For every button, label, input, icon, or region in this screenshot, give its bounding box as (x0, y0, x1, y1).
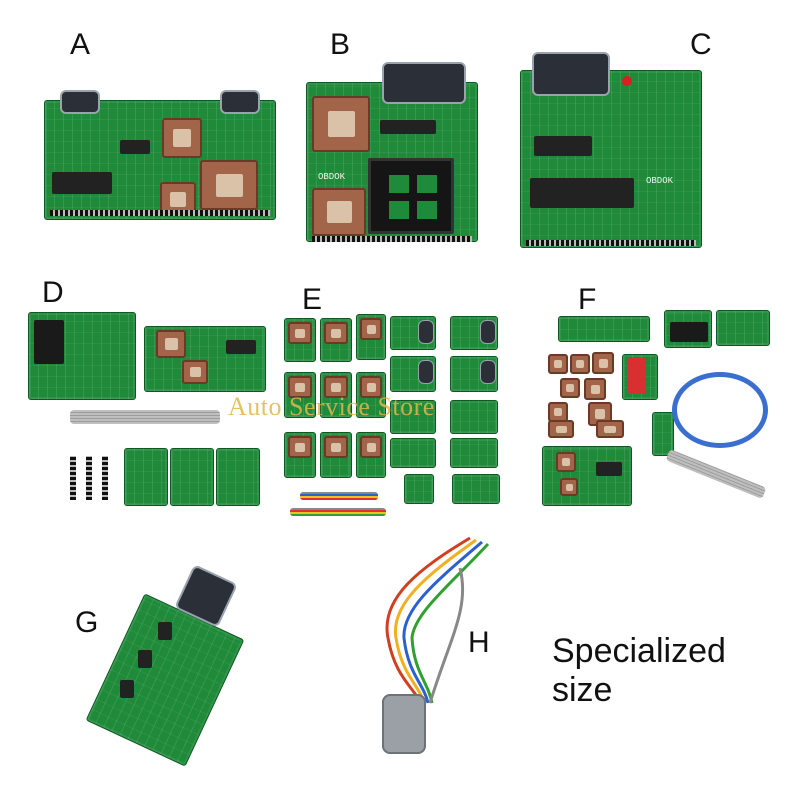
jumper-wires (290, 508, 386, 516)
db9-connector (418, 320, 434, 344)
plcc-socket (360, 436, 382, 458)
label-h: H (468, 626, 490, 659)
plcc-socket (312, 96, 370, 152)
plcc-socket (200, 160, 258, 210)
red-socket (628, 358, 646, 394)
ribbon-cable (70, 410, 220, 424)
ribbon-wire-loop (385, 536, 490, 704)
pin-header-strip (70, 456, 76, 500)
plcc-socket (288, 322, 312, 344)
plcc-socket (324, 322, 348, 344)
ic-socket (120, 680, 134, 698)
pin-header-strip (86, 456, 92, 500)
ic-chip (530, 178, 634, 208)
plcc-socket (548, 420, 574, 438)
ic-socket (138, 650, 152, 668)
pin-header (526, 240, 696, 246)
db9-connector (60, 90, 100, 114)
ribbon-cable (665, 448, 767, 500)
led (622, 76, 632, 86)
ic-chip (596, 462, 622, 476)
db9-connector (382, 62, 466, 104)
db9-plug-gray (382, 694, 426, 754)
plcc-socket (288, 376, 312, 398)
plcc-socket (560, 378, 580, 398)
plcc-socket (324, 436, 348, 458)
plcc-socket (360, 376, 382, 398)
plcc-socket (570, 354, 590, 374)
caption: Specialized size (552, 632, 726, 710)
label-e: E (302, 283, 323, 316)
ic-chip (380, 120, 436, 134)
caption-line-2: size (552, 671, 613, 710)
plcc-socket (592, 352, 614, 374)
db9-connector (480, 360, 496, 384)
plcc-socket (156, 330, 186, 358)
plcc-socket (312, 188, 366, 236)
db9-connector (480, 320, 496, 344)
label-g: G (75, 606, 99, 639)
ic-socket (158, 622, 172, 640)
silkscreen-text: OBDOK (646, 176, 674, 186)
plcc-socket (360, 318, 382, 340)
usb-cable (672, 372, 768, 448)
ic-chip (226, 340, 256, 354)
label-d: D (42, 276, 64, 309)
ic-chip (120, 140, 150, 154)
watermark-text: Auto Service Store (228, 392, 435, 421)
plcc-socket (288, 436, 312, 458)
db9-connector (220, 90, 260, 114)
zif-socket (34, 320, 64, 364)
pin-header (50, 210, 270, 216)
silkscreen-text: OBDOK (318, 172, 346, 182)
plcc-socket (324, 376, 348, 398)
db9-connector (532, 52, 610, 96)
plcc-socket (162, 118, 202, 158)
plcc-socket (596, 420, 624, 438)
plcc-socket (182, 360, 208, 384)
ic-chip (534, 136, 592, 156)
label-a: A (70, 28, 91, 61)
plcc-socket (556, 452, 576, 472)
pin-header (312, 236, 472, 242)
label-b: B (330, 28, 351, 61)
plcc-socket (560, 478, 578, 496)
pin-header-strip (102, 456, 108, 500)
zif-socket (670, 322, 708, 342)
label-f: F (578, 283, 597, 316)
plcc84-socket-black (368, 158, 454, 234)
ic-chip (52, 172, 112, 194)
plcc-socket (548, 354, 568, 374)
plcc-socket (584, 378, 606, 400)
plcc-socket (548, 402, 568, 422)
jumper-wires (300, 492, 378, 500)
label-c: C (690, 28, 712, 61)
caption-line-1: Specialized (552, 632, 726, 670)
db9-connector (418, 360, 434, 384)
